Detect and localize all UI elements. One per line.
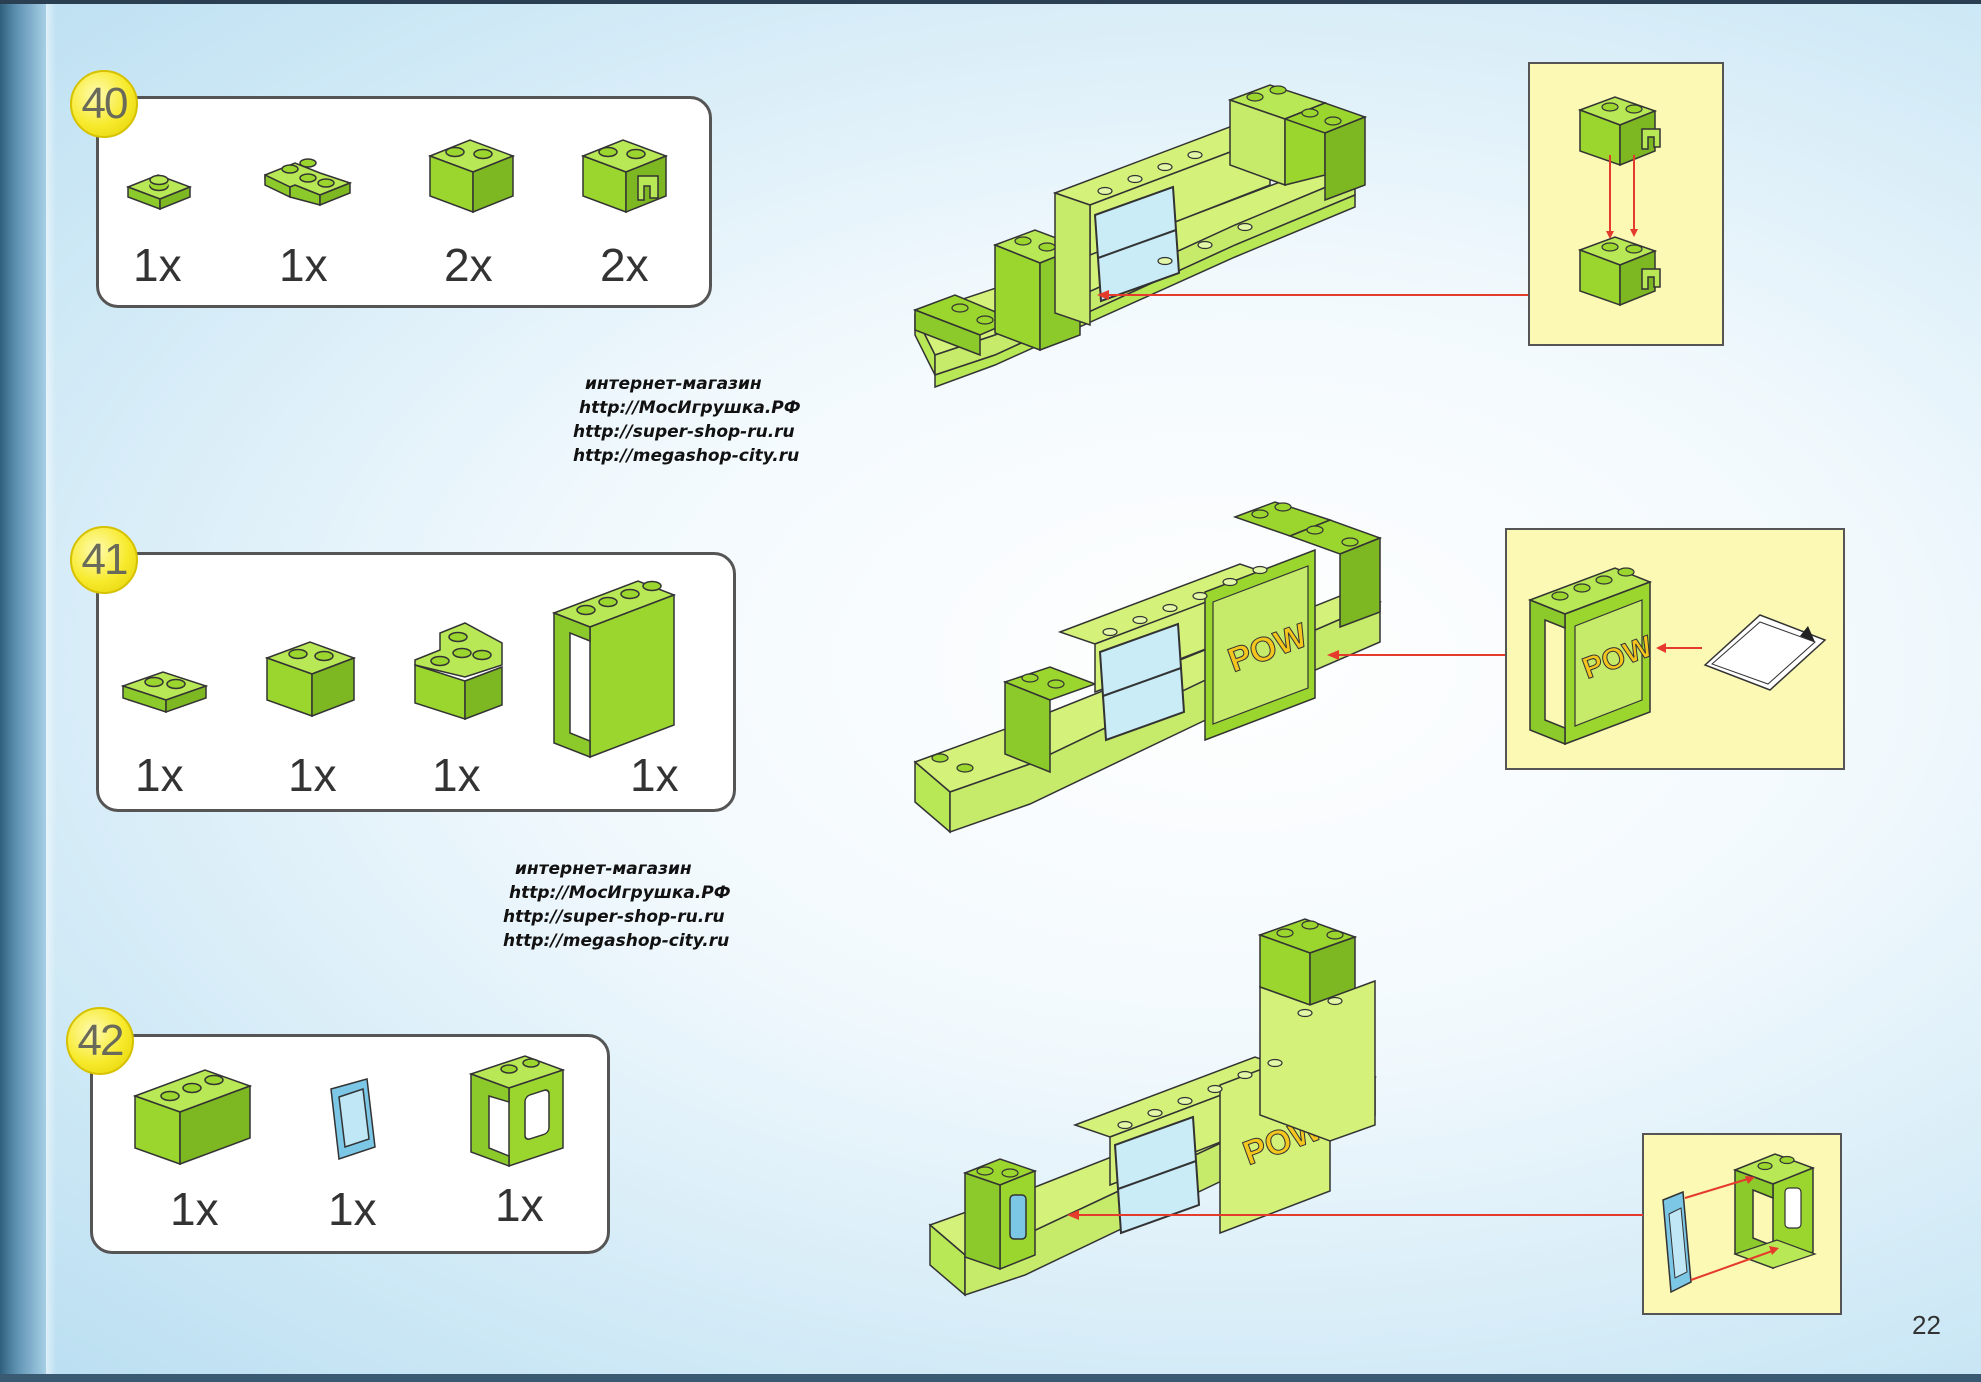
step-41-assembly-illustration: POW <box>913 501 1383 834</box>
watermark-1-line-3: http://super-shop-ru.ru <box>573 422 795 442</box>
step-42-number: 42 <box>66 1007 134 1075</box>
step-40-qty-2: 1x <box>279 239 328 291</box>
watermark-2-line-3: http://super-shop-ru.ru <box>503 907 725 927</box>
step-41-qty-3: 1x <box>432 749 481 801</box>
step-41-qty-1: 1x <box>135 749 184 801</box>
step-40-detail-illustration <box>1577 96 1661 307</box>
watermark-1-line-1: интернет-магазин <box>585 374 762 394</box>
watermark-2-line-4: http://megashop-city.ru <box>503 931 730 951</box>
watermark-1: интернет-магазин http://МосИгрушка.РФ ht… <box>573 372 801 468</box>
step-41-qty-2: 1x <box>288 749 337 801</box>
step-42-qty-1: 1x <box>170 1183 219 1235</box>
step-41-detail-illustration: POW <box>1527 567 1827 746</box>
step-40-qty-1: 1x <box>133 239 182 291</box>
step-41-part-plate-icon <box>120 671 209 714</box>
step-42-part-window-frame-icon <box>468 1055 566 1168</box>
top-edge <box>0 0 1981 4</box>
step-42-qty-3: 1x <box>495 1179 544 1231</box>
step-40-assembly-illustration <box>912 84 1368 389</box>
step-41-arrow <box>1327 650 1505 660</box>
step-41-number: 41 <box>70 526 138 594</box>
watermark-1-line-2: http://МосИгрушка.РФ <box>579 398 801 418</box>
watermark-2: интернет-магазин http://МосИгрушка.РФ ht… <box>503 857 731 953</box>
step-42-part-window-glass-icon <box>330 1078 376 1161</box>
step-40-qty-3: 2x <box>444 239 493 291</box>
step-41-qty-4: 1x <box>630 749 679 801</box>
step-40-part-plate-icon <box>125 174 193 211</box>
step-40-part-corner-plate-icon <box>264 158 353 207</box>
page-number: 22 <box>1912 1310 1941 1340</box>
watermark-2-line-1: интернет-магазин <box>515 859 692 879</box>
book-spine <box>0 0 46 1382</box>
step-40-arrow <box>1097 290 1528 300</box>
step-40-part-clip-brick-icon <box>580 139 669 214</box>
step-41-part-corner-brick-icon <box>414 622 503 721</box>
step-42-qty-2: 1x <box>328 1183 377 1235</box>
watermark-2-line-2: http://МосИгрушка.РФ <box>509 883 731 903</box>
step-42-arrow <box>1067 1210 1643 1220</box>
step-40-part-brick-icon <box>427 139 516 214</box>
spine-highlight <box>46 0 56 1382</box>
step-41-part-brick-icon <box>264 641 357 718</box>
watermark-1-line-4: http://megashop-city.ru <box>573 446 800 466</box>
bottom-edge <box>0 1374 1981 1382</box>
step-42-part-brick-icon <box>132 1069 253 1166</box>
step-41-part-panel-icon <box>551 580 677 759</box>
step-42-assembly-illustration: POW <box>928 918 1377 1297</box>
step-40-number: 40 <box>70 70 138 138</box>
step-40-qty-4: 2x <box>600 239 649 291</box>
step-42-detail-illustration <box>1662 1153 1817 1294</box>
